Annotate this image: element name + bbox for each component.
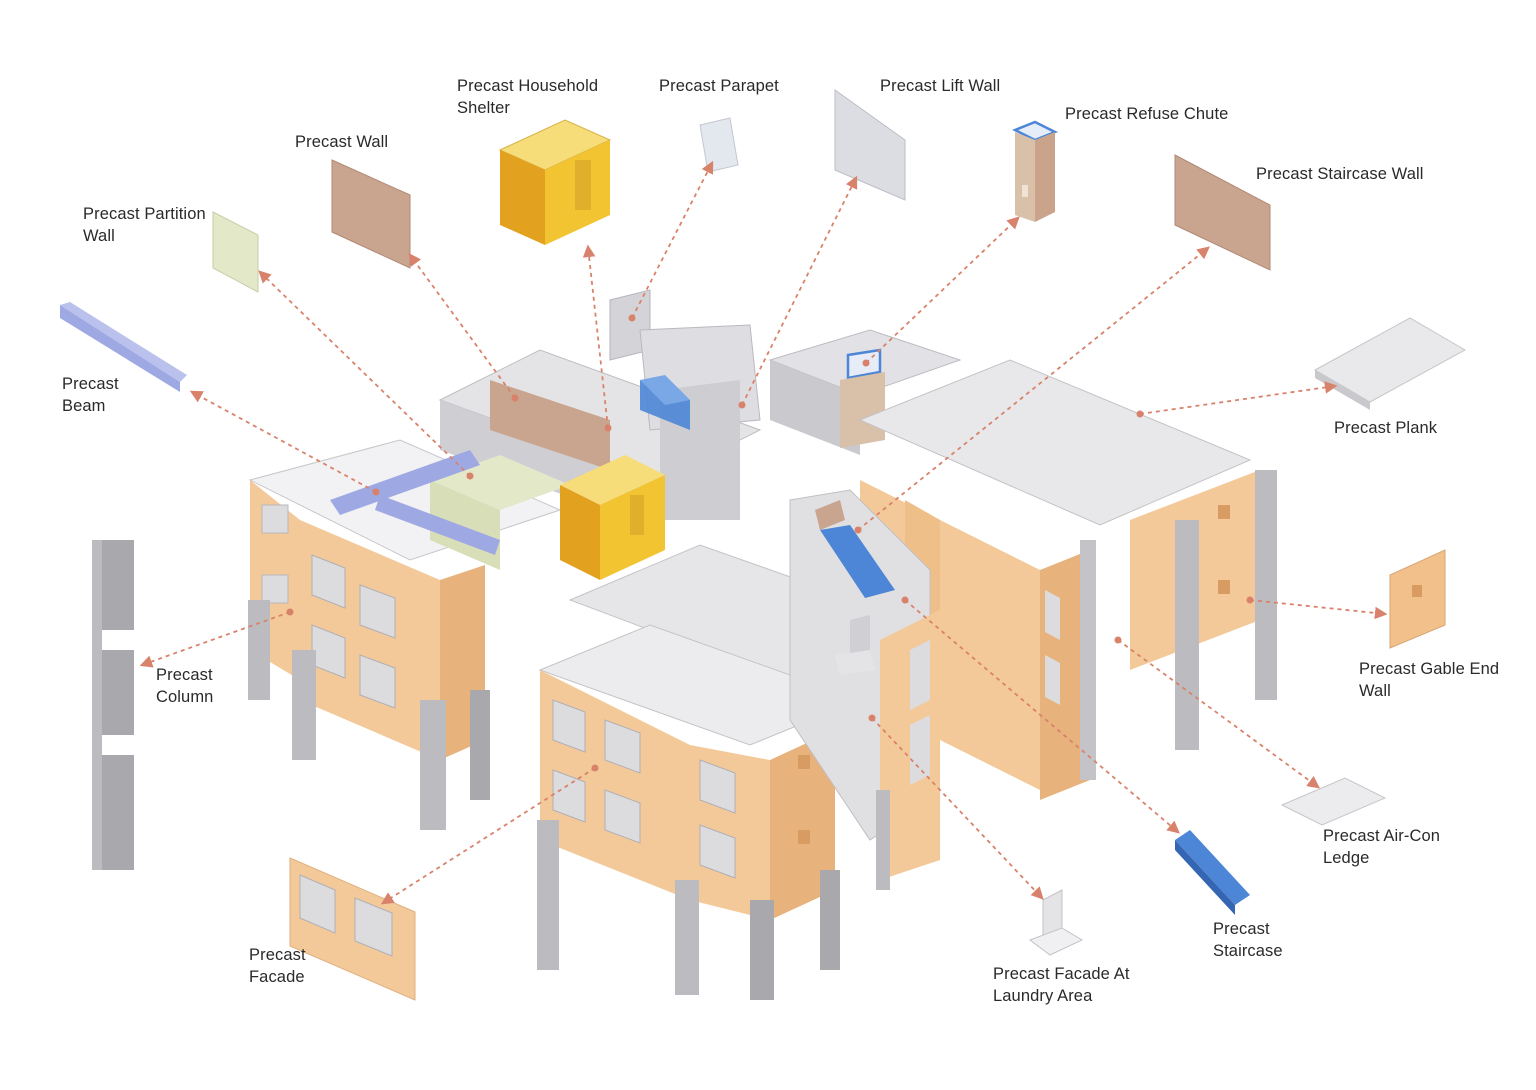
- leader-household-shelter: [582, 244, 609, 429]
- leader-staircase-wall: [857, 246, 1210, 531]
- shelter-in-building: [560, 455, 665, 580]
- central-building: [248, 289, 1277, 1000]
- label-staircase-line1: Precast: [1213, 920, 1270, 938]
- parapet-icon: [699, 117, 739, 173]
- label-facade-line2: Facade: [249, 968, 305, 986]
- leader-origins: [286, 314, 1254, 772]
- label-gable-end-wall-line1: Precast Gable End: [1359, 660, 1500, 678]
- partition-wall-icon: [212, 211, 259, 293]
- label-beam-line2: Beam: [62, 397, 106, 415]
- label-facade-line1: Precast: [249, 946, 306, 964]
- label-air-con-ledge: Precast Air-Con Ledge: [1323, 825, 1440, 869]
- label-gable-end-wall-line2: Wall: [1359, 682, 1391, 700]
- leader-wall: [408, 252, 516, 399]
- label-partition-wall: Precast Partition Wall: [83, 203, 206, 247]
- leader-gable-end-wall: [1249, 599, 1388, 620]
- facade-laundry-icon: [1028, 889, 1084, 956]
- leader-facade-laundry: [871, 717, 1044, 900]
- label-staircase-wall: Precast Staircase Wall: [1256, 163, 1424, 185]
- gable-end-wall-icon: [1389, 549, 1446, 649]
- leader-lift-wall: [741, 175, 858, 406]
- staircase-icon: [1175, 830, 1250, 915]
- label-beam: Precast Beam: [62, 373, 119, 417]
- label-parapet-line1: Precast Parapet: [659, 77, 779, 95]
- label-lift-wall-line1: Precast Lift Wall: [880, 77, 1001, 95]
- label-refuse-chute-line1: Precast Refuse Chute: [1065, 105, 1229, 123]
- refuse-chute-icon: [1011, 120, 1059, 222]
- label-plank-line1: Precast Plank: [1334, 419, 1438, 437]
- leader-staircase: [904, 599, 1180, 834]
- left-wing: [248, 439, 570, 830]
- column-icon: [92, 540, 134, 870]
- leader-air-con-ledge: [1117, 639, 1321, 789]
- label-air-con-ledge-line2: Ledge: [1323, 849, 1370, 867]
- label-staircase-line2: Staircase: [1213, 942, 1283, 960]
- label-household-shelter-line2: Shelter: [457, 99, 510, 117]
- label-refuse-chute: Precast Refuse Chute: [1065, 103, 1228, 125]
- leader-facade: [380, 767, 596, 905]
- staircase-wall-icon: [1174, 154, 1271, 271]
- label-facade-laundry: Precast Facade At Laundry Area: [993, 963, 1130, 1007]
- front-block: [537, 544, 942, 1000]
- label-facade-laundry-line1: Precast Facade At: [993, 965, 1130, 983]
- label-household-shelter: Precast Household Shelter: [457, 75, 598, 119]
- leader-partition-wall: [258, 270, 471, 477]
- label-staircase: Precast Staircase: [1213, 918, 1283, 962]
- leader-lines: [139, 160, 1388, 905]
- label-facade-laundry-line2: Laundry Area: [993, 987, 1093, 1005]
- label-plank: Precast Plank: [1334, 417, 1437, 439]
- label-column-line2: Column: [156, 688, 214, 706]
- leader-column: [139, 611, 291, 668]
- label-parapet: Precast Parapet: [659, 75, 779, 97]
- label-partition-wall-line2: Wall: [83, 227, 115, 245]
- leader-beam: [189, 390, 377, 493]
- label-partition-wall-line1: Precast Partition: [83, 205, 206, 223]
- label-wall: Precast Wall: [295, 131, 388, 153]
- middle-stair-core: [789, 489, 940, 890]
- label-wall-line1: Precast Wall: [295, 133, 389, 151]
- label-household-shelter-line1: Precast Household: [457, 77, 599, 95]
- label-column-line1: Precast: [156, 666, 213, 684]
- label-beam-line1: Precast: [62, 375, 119, 393]
- exploded-components: [60, 89, 1467, 1001]
- label-gable-end-wall: Precast Gable End Wall: [1359, 658, 1499, 702]
- wall-icon: [331, 159, 411, 269]
- leader-refuse-chute: [865, 216, 1020, 364]
- air-con-ledge-icon: [1280, 777, 1387, 826]
- label-air-con-ledge-line1: Precast Air-Con: [1323, 827, 1441, 845]
- leader-parapet: [631, 160, 714, 319]
- lift-wall-icon: [834, 89, 906, 201]
- label-staircase-wall-line1: Precast Staircase Wall: [1256, 165, 1424, 183]
- household-shelter-icon: [498, 119, 612, 245]
- leader-plank: [1139, 381, 1338, 415]
- beam-icon: [60, 302, 187, 392]
- facade-icon: [289, 857, 416, 1001]
- plank-icon: [1313, 317, 1467, 410]
- label-column: Precast Column: [156, 664, 213, 708]
- label-facade: Precast Facade: [249, 944, 306, 988]
- label-lift-wall: Precast Lift Wall: [880, 75, 1000, 97]
